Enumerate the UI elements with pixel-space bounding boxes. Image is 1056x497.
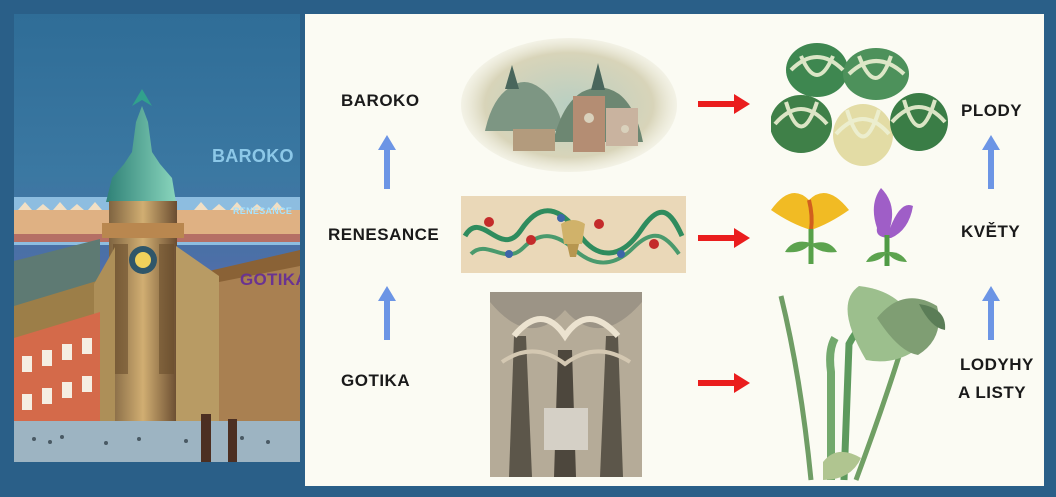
stems-leaves-image [771, 282, 961, 486]
fruits-image [770, 36, 949, 172]
style-label-renesance: RENESANCE [328, 225, 440, 244]
baroque-image [461, 38, 677, 172]
plant-label-plody: PLODY [961, 101, 1023, 120]
gothic-to-stems-arrow [698, 373, 750, 393]
renaissance-ornament-image [461, 196, 686, 273]
gothic-interior-image [490, 292, 642, 477]
flowers-image [771, 182, 941, 272]
style-label-baroko: BAROKO [341, 91, 420, 110]
plant-label-lodyhy: LODYHY [960, 355, 1034, 374]
left-label-renesance: RENESANCE [233, 206, 293, 216]
style-up-arrow-top [378, 135, 396, 189]
cathedral-illustration [14, 89, 300, 462]
style-label-gotika: GOTIKA [341, 371, 411, 390]
cathedral-panel: BAROKO RENESANCE GOTIKA [14, 14, 300, 462]
comparison-panel: BAROKO RENESANCE GOTIKA [305, 14, 1044, 486]
plant-label-a-listy: A LISTY [958, 383, 1027, 402]
left-label-gotika: GOTIKA [240, 270, 300, 289]
style-up-arrow-bottom [378, 286, 396, 340]
plant-up-arrow-top [982, 135, 1000, 189]
plant-label-kvety: KVĚTY [961, 222, 1021, 241]
baroque-to-fruits-arrow [698, 94, 750, 114]
plant-up-arrow-bottom [982, 286, 1000, 340]
left-label-baroko: BAROKO [212, 146, 294, 166]
renaissance-to-flowers-arrow [698, 228, 750, 248]
